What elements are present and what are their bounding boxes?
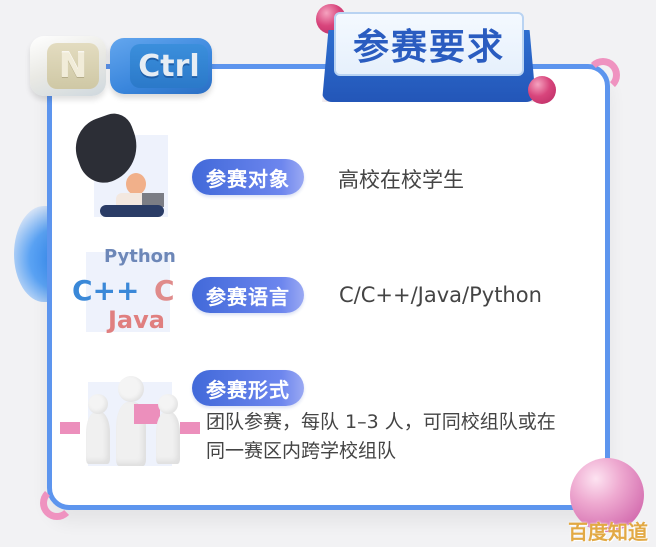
title-plaque: 参赛要求 [322, 10, 536, 102]
watermark: 百度知道 [568, 520, 648, 544]
participants-value: 高校在校学生 [338, 168, 464, 192]
label-text: 参赛对象 [206, 166, 290, 191]
python-logo-text: Python [104, 246, 176, 267]
page-title: 参赛要求 [352, 27, 505, 68]
person-figure-left [86, 394, 110, 464]
format-value-line-1: 团队参赛，每队 1–3 人，可同校组队或在 [206, 411, 556, 433]
label-text: 参赛形式 [206, 377, 290, 402]
laptop-icon [180, 422, 200, 434]
laptop-icon [142, 193, 164, 207]
plaque-face: 参赛要求 [334, 12, 524, 76]
pink-arc-decoration-bottom-left [40, 486, 74, 520]
label-badge-format: 参赛形式 [192, 370, 304, 406]
cpp-logo-text: C++ [72, 274, 140, 307]
large-pink-ball-decoration [570, 458, 644, 532]
c-logo-text: C [154, 274, 175, 307]
ctrl-key-decoration: Ctrl [110, 38, 212, 94]
pink-arc-decoration-top-right [586, 58, 620, 92]
legs-shape [100, 205, 164, 217]
label-text: 参赛语言 [206, 284, 290, 309]
java-logo-text: Java [108, 306, 165, 334]
student-laptop-illustration [66, 108, 168, 217]
label-badge-languages: 参赛语言 [192, 277, 304, 313]
languages-value: C/C++/Java/Python [339, 283, 542, 307]
n-key-label: N [58, 46, 88, 86]
ctrl-key-label: Ctrl [138, 48, 200, 84]
person-figure-right [156, 394, 180, 464]
face-shape [126, 173, 146, 195]
pink-ball-decoration [528, 76, 556, 104]
n-key-decoration: N [30, 36, 106, 96]
shirt-shape [116, 193, 150, 207]
team-illustration [60, 376, 200, 466]
label-badge-participants: 参赛对象 [192, 159, 304, 195]
laptop-icon [134, 404, 160, 424]
format-value: 团队参赛，每队 1–3 人，可同校组队或在 同一赛区内跨学校组队 [206, 408, 596, 466]
programming-languages-illustration: Python C++ C Java [72, 246, 176, 334]
format-value-line-2: 同一赛区内跨学校组队 [206, 440, 397, 462]
laptop-icon [60, 422, 80, 434]
